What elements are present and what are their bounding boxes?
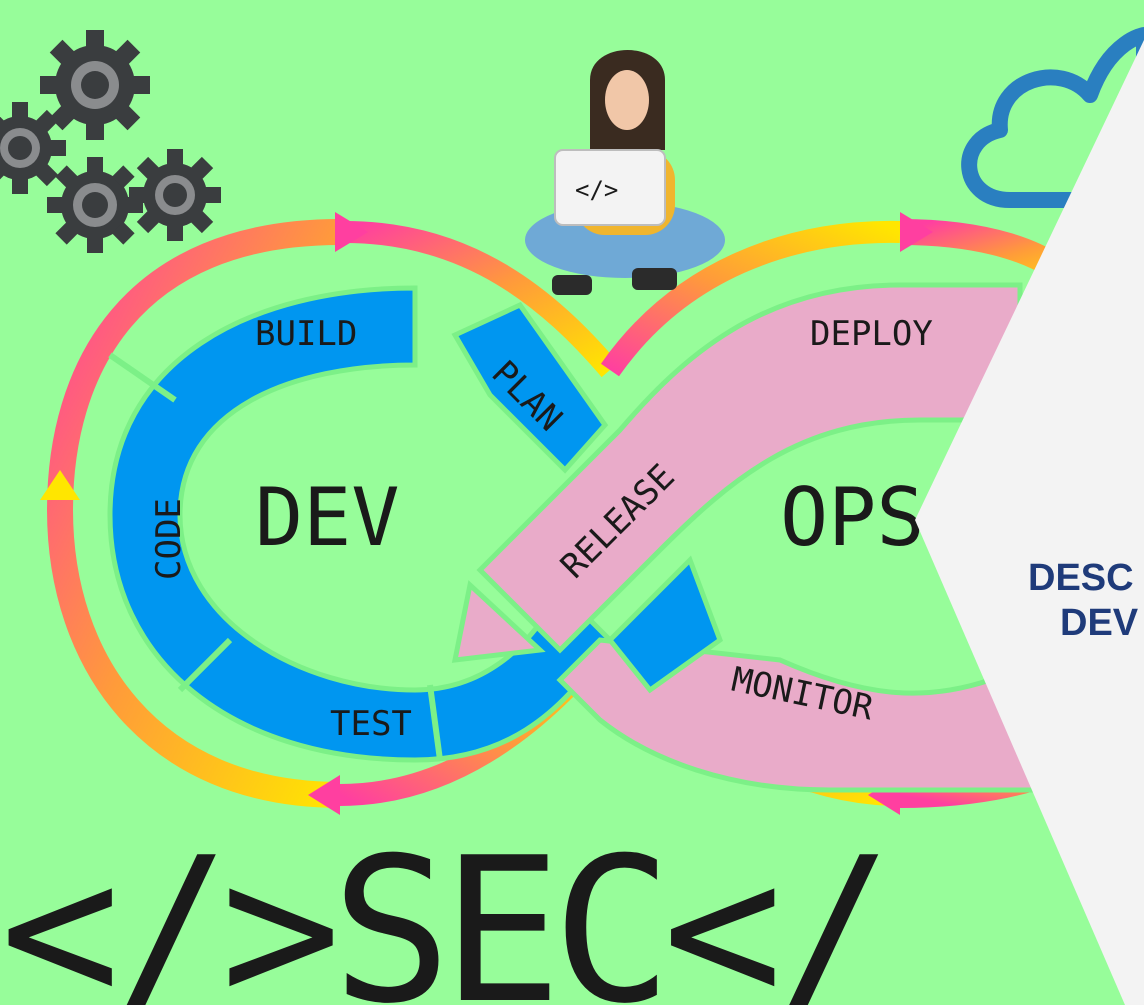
gear-icon [40,30,150,140]
footer-sec-text: </>SEC</ [0,815,883,1005]
ring-arrow-icon [308,775,340,815]
cloud-icon [961,27,1144,208]
ring-arrow-icon [335,212,368,252]
gears [0,30,221,253]
ops-blue-segment [606,555,724,694]
stage-deploy-label: DEPLOY [810,314,933,354]
plan-segment [451,301,609,474]
panel-text-line2: DEV [1060,602,1139,644]
ring-arrow-icon [40,470,80,500]
developer-figure: </> [525,50,725,295]
gear-icon [129,149,221,241]
stage-code-label: CODE [149,498,189,580]
release-arrow-icon [451,580,546,663]
dev-label: DEV [255,471,400,564]
panel-text-line1: DESC [1028,557,1134,599]
overlay-panel: DESC DEV [915,40,1144,1005]
stage-test-label: TEST [330,704,412,744]
laptop-icon: </> [554,149,666,226]
gear-icon [47,157,143,253]
ring-arrow-icon [900,212,933,252]
stage-build-label: BUILD [255,314,357,354]
ops-label: OPS [780,471,925,564]
gear-icon [0,102,66,194]
ops-loop [451,282,1083,793]
laptop-code-text: </> [575,176,618,204]
